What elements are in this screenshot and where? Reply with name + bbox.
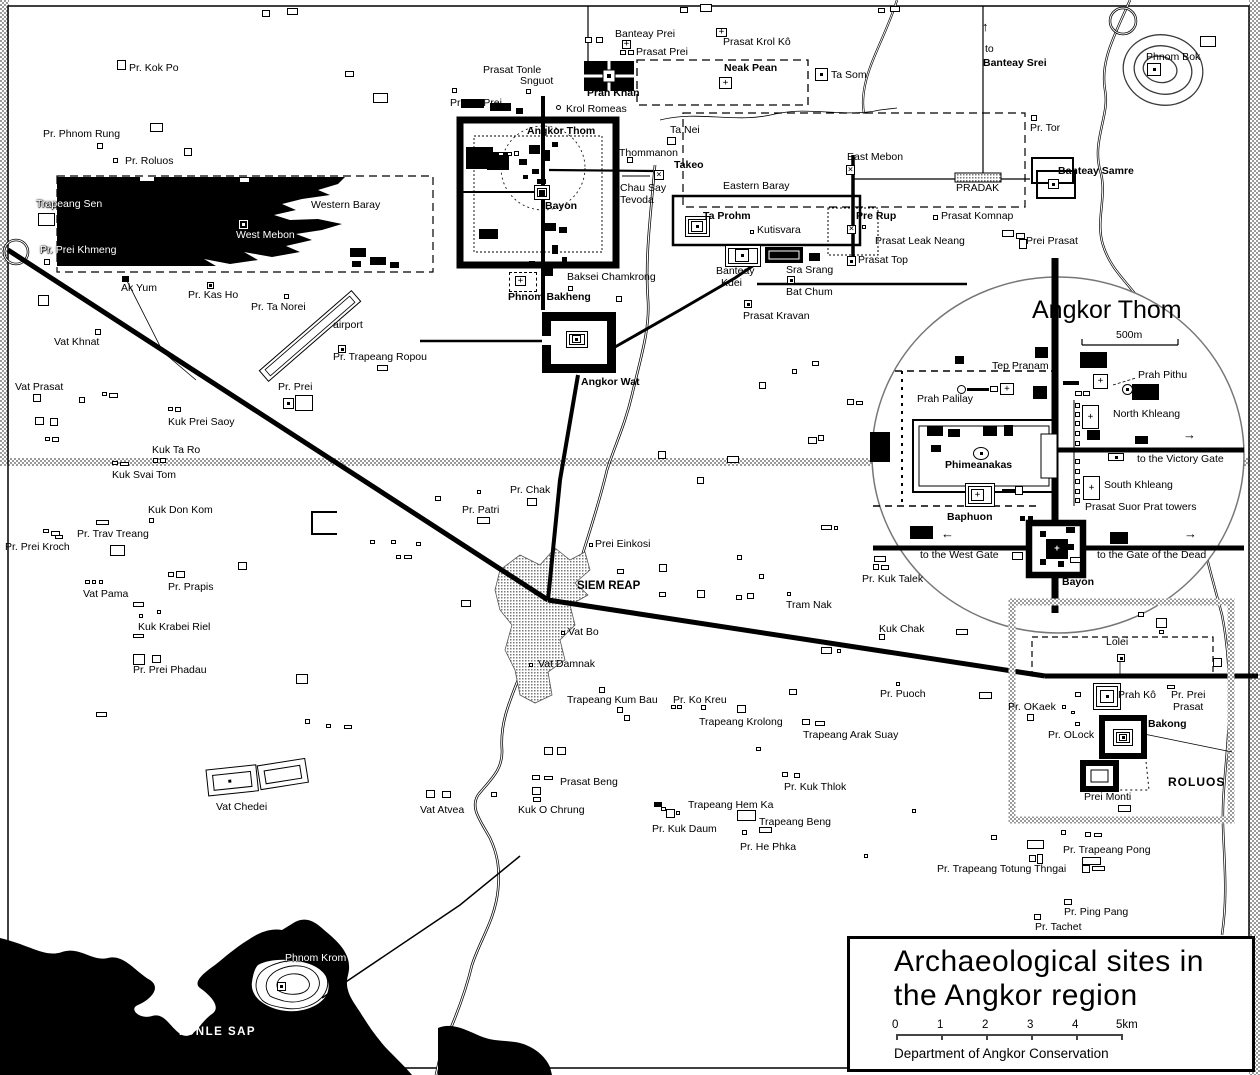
scale-tick-label: 4	[1072, 1019, 1079, 1032]
scale-line	[896, 1034, 1123, 1037]
scale-tick-label: 1	[937, 1019, 944, 1032]
tonle-sap	[0, 919, 552, 1075]
scale-unit-label: 5km	[1116, 1019, 1138, 1032]
title-box: Archaeological sites in the Angkor regio…	[847, 936, 1255, 1072]
phnom-bok-contours	[1122, 34, 1204, 106]
inset-angkor-thom	[871, 258, 1245, 634]
scale-tick	[1076, 1034, 1078, 1041]
scale-tick	[1121, 1034, 1123, 1041]
western-baray	[57, 177, 399, 268]
map-border	[7, 5, 1250, 1069]
structures	[205, 61, 1076, 797]
scale-tick	[941, 1034, 943, 1041]
roluos-group	[1008, 598, 1235, 824]
scale-bar: 0 1 2 3 4 5km	[892, 1019, 1144, 1043]
phnom-krom-contours	[255, 960, 329, 1010]
airport-runway	[258, 289, 362, 383]
map-credit: Department of Angkor Conservation	[894, 1046, 1109, 1062]
scale-tick	[986, 1034, 988, 1041]
scale-tick	[1031, 1034, 1033, 1041]
scale-tick-label: 0	[892, 1019, 899, 1032]
map-title-line1: Archaeological sites in	[894, 945, 1204, 978]
map-title-line2: the Angkor region	[894, 979, 1138, 1013]
scale-tick-label: 3	[1027, 1019, 1034, 1032]
siem-reap-town	[494, 547, 591, 704]
scale-tick	[896, 1034, 898, 1041]
scale-tick-label: 2	[982, 1019, 989, 1032]
